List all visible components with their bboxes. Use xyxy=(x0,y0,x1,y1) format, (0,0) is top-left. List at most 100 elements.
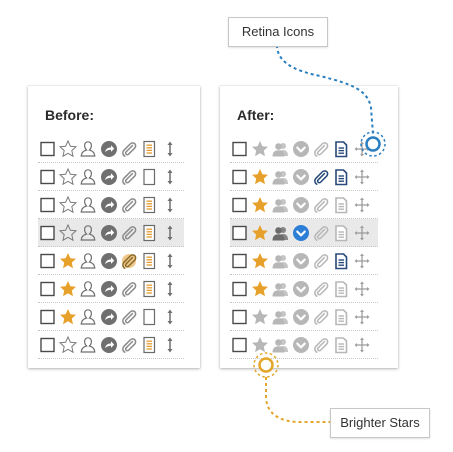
table-row[interactable] xyxy=(230,247,378,275)
checkbox-icon[interactable] xyxy=(38,195,58,215)
drag-handle-icon[interactable] xyxy=(352,167,372,187)
paperclip-icon xyxy=(119,307,139,327)
star-icon[interactable] xyxy=(250,139,270,159)
drag-handle-icon[interactable] xyxy=(352,335,372,355)
drag-handle-icon[interactable] xyxy=(352,195,372,215)
callout-retina-icons: Retina Icons xyxy=(228,17,328,47)
document-icon xyxy=(139,307,159,327)
table-row[interactable] xyxy=(38,219,184,247)
table-row[interactable] xyxy=(38,135,184,163)
checkbox-icon[interactable] xyxy=(230,139,250,159)
row-list-after xyxy=(230,135,378,359)
star-icon[interactable] xyxy=(250,167,270,187)
document-icon xyxy=(139,195,159,215)
table-row[interactable] xyxy=(230,275,378,303)
drag-handle-icon[interactable] xyxy=(160,139,180,159)
circle-indicator-icon[interactable] xyxy=(99,195,119,215)
circle-indicator-icon[interactable] xyxy=(291,195,311,215)
checkbox-icon[interactable] xyxy=(38,251,58,271)
drag-handle-icon[interactable] xyxy=(160,279,180,299)
table-row[interactable] xyxy=(230,163,378,191)
person-icon xyxy=(78,307,98,327)
drag-handle-icon[interactable] xyxy=(160,335,180,355)
circle-indicator-icon[interactable] xyxy=(99,335,119,355)
circle-indicator-icon[interactable] xyxy=(291,139,311,159)
checkbox-icon[interactable] xyxy=(230,167,250,187)
table-row[interactable] xyxy=(38,163,184,191)
table-row[interactable] xyxy=(38,191,184,219)
document-icon xyxy=(139,167,159,187)
circle-indicator-icon[interactable] xyxy=(99,279,119,299)
star-icon[interactable] xyxy=(58,167,78,187)
circle-indicator-icon[interactable] xyxy=(99,167,119,187)
checkbox-icon[interactable] xyxy=(38,223,58,243)
drag-handle-icon[interactable] xyxy=(352,223,372,243)
star-icon[interactable] xyxy=(58,279,78,299)
table-row[interactable] xyxy=(230,219,378,247)
paperclip-icon xyxy=(119,251,139,271)
star-icon[interactable] xyxy=(250,335,270,355)
star-icon[interactable] xyxy=(58,139,78,159)
star-icon[interactable] xyxy=(58,335,78,355)
drag-handle-icon[interactable] xyxy=(160,251,180,271)
paperclip-icon xyxy=(119,195,139,215)
star-icon[interactable] xyxy=(250,195,270,215)
star-icon[interactable] xyxy=(250,223,270,243)
table-row[interactable] xyxy=(38,303,184,331)
circle-indicator-icon[interactable] xyxy=(99,223,119,243)
checkbox-icon[interactable] xyxy=(38,335,58,355)
circle-indicator-icon[interactable] xyxy=(291,251,311,271)
person-icon xyxy=(78,195,98,215)
circle-indicator-icon[interactable] xyxy=(291,307,311,327)
drag-handle-icon[interactable] xyxy=(352,279,372,299)
person-icon xyxy=(270,279,290,299)
drag-handle-icon[interactable] xyxy=(352,251,372,271)
drag-handle-icon[interactable] xyxy=(352,307,372,327)
checkbox-icon[interactable] xyxy=(38,307,58,327)
drag-handle-icon[interactable] xyxy=(160,195,180,215)
star-icon[interactable] xyxy=(250,307,270,327)
star-icon[interactable] xyxy=(58,307,78,327)
drag-handle-icon[interactable] xyxy=(160,167,180,187)
panel-before: Before: xyxy=(28,86,200,368)
circle-indicator-icon[interactable] xyxy=(291,335,311,355)
star-icon[interactable] xyxy=(58,195,78,215)
paperclip-icon xyxy=(311,195,331,215)
checkbox-icon[interactable] xyxy=(230,195,250,215)
star-icon[interactable] xyxy=(58,223,78,243)
paperclip-icon xyxy=(119,279,139,299)
circle-indicator-icon[interactable] xyxy=(99,139,119,159)
star-icon[interactable] xyxy=(58,251,78,271)
table-row[interactable] xyxy=(230,303,378,331)
paperclip-icon xyxy=(311,279,331,299)
circle-indicator-icon[interactable] xyxy=(291,167,311,187)
checkbox-icon[interactable] xyxy=(230,251,250,271)
table-row[interactable] xyxy=(230,135,378,163)
callout-retina-label: Retina Icons xyxy=(241,24,315,39)
checkbox-icon[interactable] xyxy=(230,307,250,327)
circle-indicator-icon[interactable] xyxy=(99,307,119,327)
checkbox-icon[interactable] xyxy=(230,223,250,243)
checkbox-icon[interactable] xyxy=(230,279,250,299)
checkbox-icon[interactable] xyxy=(230,335,250,355)
document-icon xyxy=(139,139,159,159)
circle-indicator-icon[interactable] xyxy=(99,251,119,271)
checkbox-icon[interactable] xyxy=(38,139,58,159)
drag-handle-icon[interactable] xyxy=(160,307,180,327)
star-icon[interactable] xyxy=(250,279,270,299)
circle-indicator-icon[interactable] xyxy=(291,223,311,243)
table-row[interactable] xyxy=(230,331,378,359)
star-icon[interactable] xyxy=(250,251,270,271)
checkbox-icon[interactable] xyxy=(38,279,58,299)
drag-handle-icon[interactable] xyxy=(352,139,372,159)
paperclip-icon xyxy=(311,335,331,355)
document-icon xyxy=(331,335,351,355)
table-row[interactable] xyxy=(230,191,378,219)
table-row[interactable] xyxy=(38,331,184,359)
checkbox-icon[interactable] xyxy=(38,167,58,187)
paperclip-icon xyxy=(119,139,139,159)
table-row[interactable] xyxy=(38,275,184,303)
circle-indicator-icon[interactable] xyxy=(291,279,311,299)
drag-handle-icon[interactable] xyxy=(160,223,180,243)
table-row[interactable] xyxy=(38,247,184,275)
